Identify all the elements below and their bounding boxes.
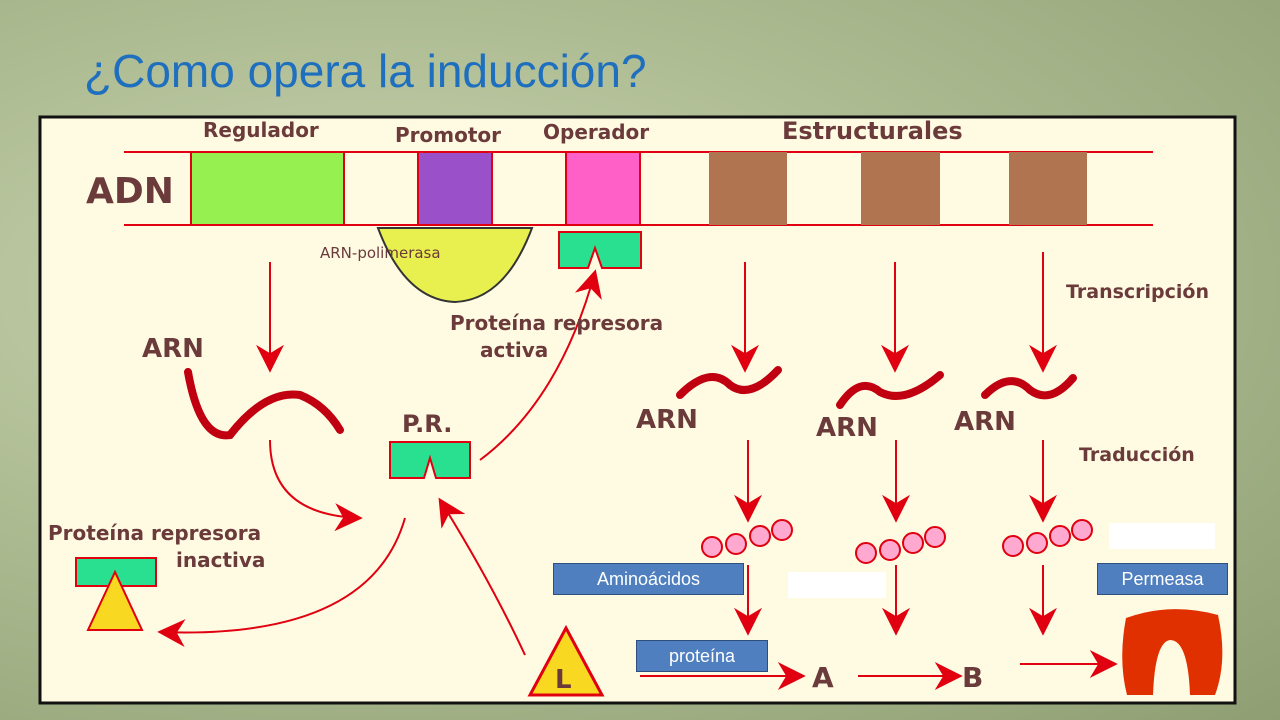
slide-title: ¿Como opera la inducción? [84,45,647,97]
represora-inactiva-label: Proteína represora [48,521,261,545]
blank-label-box [1109,523,1215,549]
dna-strip [124,151,1153,226]
operator-region [565,151,641,226]
promoter-region [417,151,493,226]
arn-label: ARN [142,334,204,364]
regulator-gene [190,151,345,226]
operador-label: Operador [543,120,649,144]
arrows [157,252,1118,690]
rna-strands [184,366,1077,440]
promotor-label: Promotor [395,123,501,147]
enzyme-a-label: A [812,661,834,694]
regulador-label: Regulador [203,118,319,142]
structural-gene [1009,152,1087,225]
estructurales-label: Estructurales [782,117,963,145]
structural-gene [709,152,787,225]
enzyme-b-label: B [962,661,983,694]
permeasa-label: Permeasa [1097,563,1228,595]
traduccion-label: Traducción [1079,444,1195,466]
arn-label: ARN [954,407,1016,437]
arn-polimerasa-label: ARN-polimerasa [320,244,441,262]
arn-label: ARN [816,413,878,443]
blank-label-box [788,572,886,598]
represora-activa-label-2: activa [480,338,548,362]
repressor-protein [389,441,471,479]
adn-label: ADN [86,171,174,212]
permease-shape [1122,609,1223,695]
amino-acid-chains [701,519,1093,564]
aminoacidos-label: Aminoácidos [553,563,744,595]
rna-polymerase [376,227,534,304]
represora-activa-label: Proteína represora [450,311,663,335]
proteina-label: proteína [636,640,768,672]
inducer-triangle-icon [527,624,605,697]
inducer-bound-icon [86,569,144,631]
pr-label: P.R. [402,410,452,438]
represora-inactiva-label-2: inactiva [176,548,265,572]
transcripcion-label: Transcripción [1066,281,1209,303]
arn-label: ARN [636,405,698,435]
inducer-label: L [555,665,572,695]
active-repressor [558,231,642,269]
structural-gene [861,152,940,225]
